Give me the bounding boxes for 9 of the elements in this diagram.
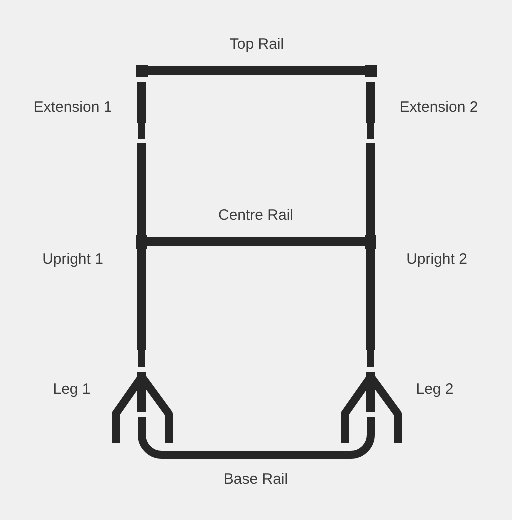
part-label: Top Rail — [230, 36, 284, 54]
part-label: Leg 2 — [416, 381, 454, 399]
part-label: Extension 1 — [34, 99, 112, 117]
part-label: Base Rail — [224, 471, 288, 489]
part-label: Upright 2 — [406, 251, 468, 269]
part-label: Leg 1 — [53, 381, 91, 399]
part-label: Upright 1 — [42, 251, 104, 269]
part-label: Centre Rail — [218, 207, 294, 225]
part-label: Extension 2 — [400, 99, 478, 117]
